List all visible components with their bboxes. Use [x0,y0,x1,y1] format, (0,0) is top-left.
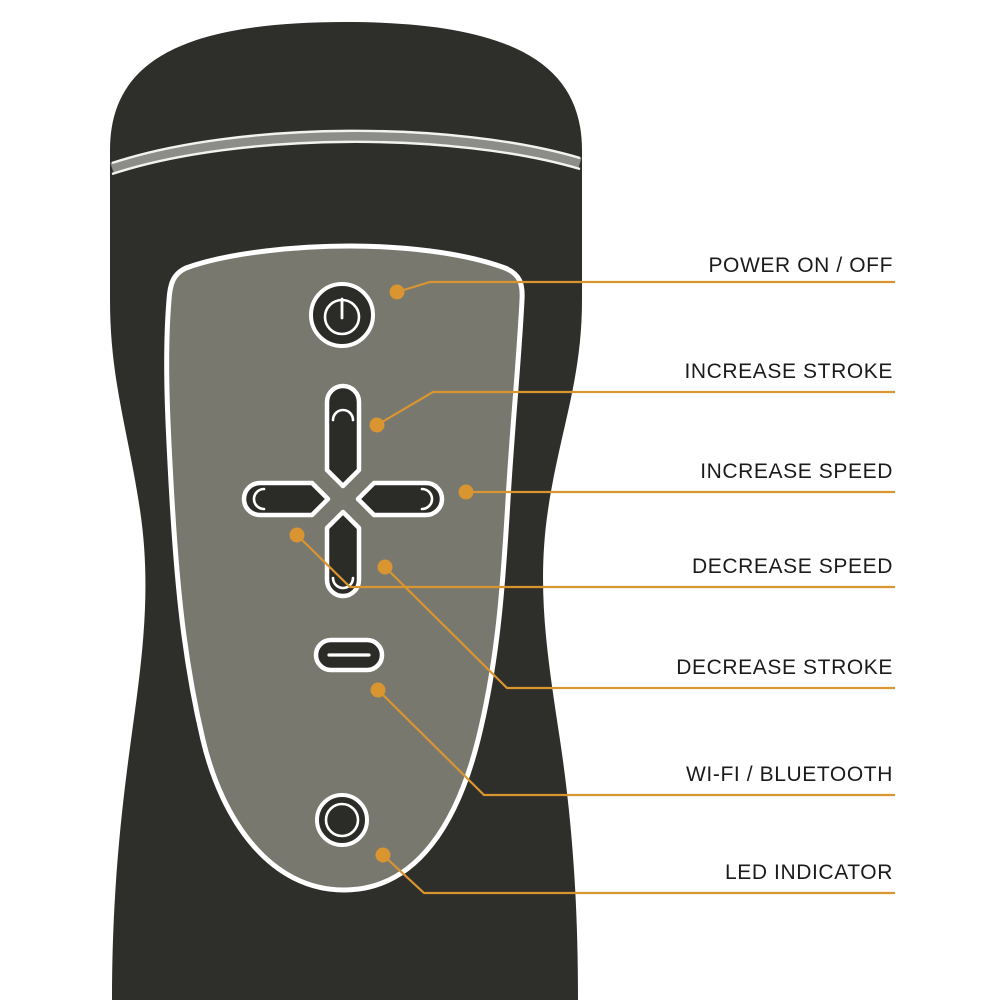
callout-label-increase-stroke: INCREASE STROKE [684,360,893,383]
leader-dot-wifi [370,682,386,698]
accent-band-highlight-top [111,129,581,165]
callout-label-power: POWER ON / OFF [708,254,893,277]
leader-line-power [396,280,895,294]
leader-line-led [382,854,895,895]
led-indicator-button[interactable] [315,793,369,847]
wifi-button[interactable] [313,637,385,673]
leader-line-decrease-speed [296,534,895,589]
callout-label-decrease-stroke: DECREASE STROKE [676,656,893,679]
stroke-up-button[interactable] [324,383,362,489]
power-button[interactable] [309,282,375,348]
arc-left-icon [252,487,266,511]
leader-dot-decrease-stroke [377,559,393,575]
leader-line-increase-stroke [376,390,895,426]
ring-icon [324,802,360,838]
leader-dot-led [375,847,391,863]
leader-dot-increase-speed [458,484,474,500]
leader-line-wifi [377,689,895,797]
callout-label-led-indicator: LED INDICATOR [724,861,893,884]
arc-right-icon [420,487,434,511]
speed-left-button[interactable] [241,480,331,518]
leader-dot-decrease-speed [289,527,305,543]
leader-dot-increase-stroke [369,417,385,433]
callout-label-decrease-speed: DECREASE SPEED [692,555,893,578]
callout-label-increase-speed: INCREASE SPEED [700,460,893,483]
leader-dot-power [389,284,405,300]
leader-lines [289,280,895,895]
accent-band [110,130,582,174]
leader-line-decrease-stroke [384,566,895,690]
arc-up-icon [331,408,355,422]
stroke-down-button[interactable] [324,509,362,599]
accent-band-highlight-bottom [111,140,581,176]
speed-right-button[interactable] [355,480,445,518]
callout-label-wifi-bluetooth: WI-FI / BLUETOOTH [686,763,893,786]
arc-down-icon [331,576,355,590]
